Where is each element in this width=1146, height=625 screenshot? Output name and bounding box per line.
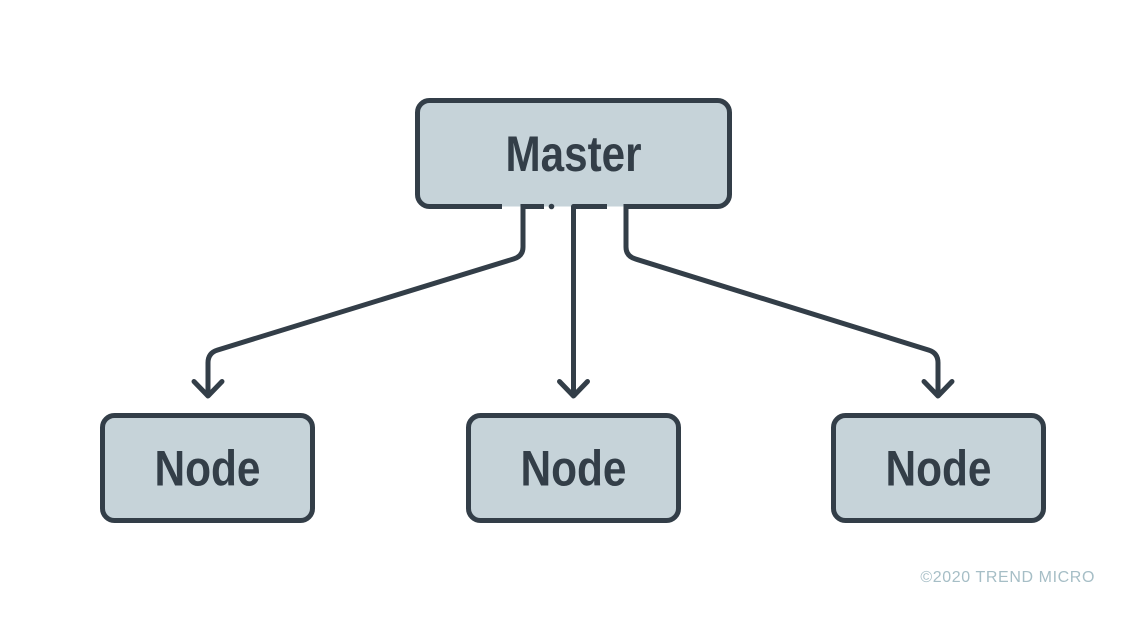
- edge-master-to-node-3: [623, 204, 941, 394]
- arrowhead-down-icon-1: [191, 379, 225, 399]
- node-box-label-3: Node: [886, 441, 992, 497]
- node-box-label-1: Node: [155, 441, 261, 497]
- master-box-border: [415, 98, 732, 209]
- master-border-dot: [548, 203, 555, 210]
- master-box-label: Master: [506, 126, 642, 182]
- node-box-3: [831, 413, 1046, 523]
- node-box-2: [466, 413, 681, 523]
- copyright-watermark: ©2020 TREND MICRO: [920, 569, 1095, 586]
- edge-master-to-node-1: [205, 204, 526, 394]
- master-box-fill: [417, 100, 730, 207]
- arrowhead-down-icon-3: [921, 379, 955, 399]
- node-box-label-2: Node: [521, 441, 627, 497]
- node-box-1: [100, 413, 315, 523]
- arrowhead-down-icon-2: [557, 379, 590, 399]
